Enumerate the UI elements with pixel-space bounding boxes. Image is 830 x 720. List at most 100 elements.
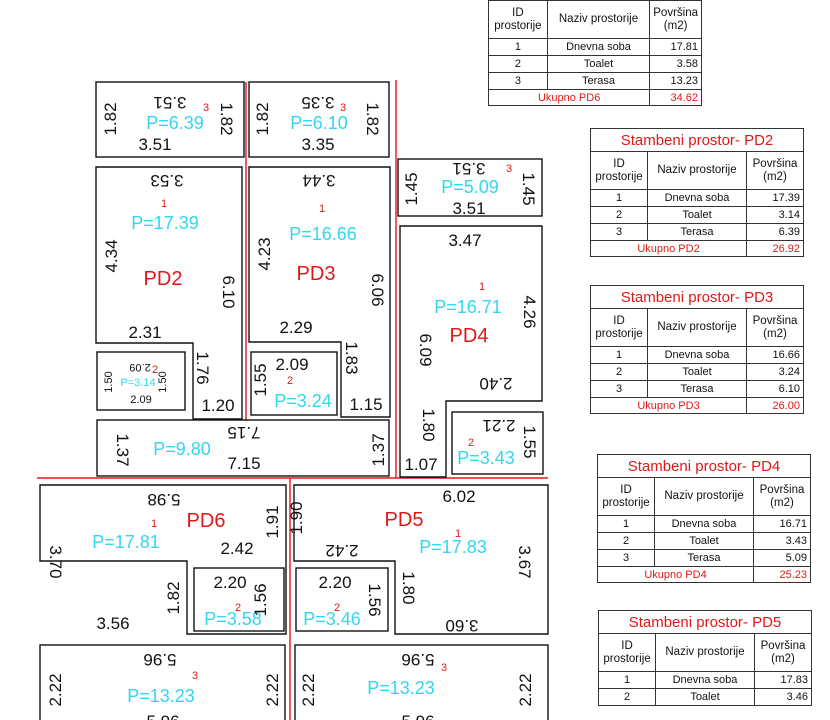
row-name: Terasa <box>647 223 747 241</box>
row-name: Dnevna soba <box>647 346 747 364</box>
room-area: P=17.81 <box>92 532 160 552</box>
dimension-label: 1.82 <box>253 102 272 135</box>
dimension-label: 2.42 <box>325 541 358 560</box>
dimension-label: 3.51 <box>153 93 186 112</box>
dimension-label: 2.09 <box>130 394 151 406</box>
unit-labels: PD2 PD3 PD4 PD5 PD6 <box>144 263 489 532</box>
dimension-label: 4.23 <box>255 237 274 270</box>
table-row: 1 Dnevna soba 17.39 <box>590 189 804 207</box>
row-area: 3.14 <box>746 206 804 224</box>
room-number: 2 <box>235 602 241 614</box>
row-id: 2 <box>597 532 655 550</box>
unit-label-pd4: PD4 <box>450 325 489 347</box>
dimension-label: 6.10 <box>219 275 238 308</box>
room-area: P=17.83 <box>419 537 487 557</box>
room-number: 2 <box>287 375 293 387</box>
room-labels-hallway: P=9.80 7.15 7.15 1.37 1.37 <box>113 423 388 473</box>
row-area: 6.10 <box>746 380 804 398</box>
unit-label-pd5: PD5 <box>385 509 424 531</box>
dimension-label: 5.96 <box>401 650 434 669</box>
dimension-label: 5.96 <box>143 650 176 669</box>
row-area: 17.39 <box>746 189 804 207</box>
row-area: 13.23 <box>649 72 702 90</box>
room-area: P=17.39 <box>131 213 199 233</box>
room-labels-pd2-living: 1 P=17.39 3.53 4.34 6.10 2.31 <box>102 171 238 342</box>
row-name: Terasa <box>546 72 651 90</box>
table-total-row: Ukupno PD4 25.23 <box>597 566 811 583</box>
dimension-label: 7.15 <box>227 454 260 473</box>
room-number: 3 <box>340 102 346 114</box>
total-label: Ukupno PD3 <box>590 397 747 414</box>
dimension-label: 3.51 <box>452 199 485 218</box>
room-area: P=3.58 <box>204 609 262 629</box>
dimension-label: 3.47 <box>448 231 481 250</box>
room-pd3-toilet <box>250 351 338 416</box>
room-number: 1 <box>151 518 157 530</box>
dimension-label: 1.37 <box>113 433 132 466</box>
row-area: 16.71 <box>753 515 811 533</box>
row-area: 3.24 <box>746 363 804 381</box>
room-area: P=6.39 <box>146 113 204 133</box>
header-id: ID prostorije <box>590 151 648 190</box>
unit-label-pd3: PD3 <box>297 263 336 285</box>
room-labels-pd5-living: 1 P=17.83 6.02 1.90 3.67 2.42 1.80 3.60 <box>287 487 534 635</box>
row-id: 1 <box>598 671 656 689</box>
room-area: P=3.43 <box>457 448 515 468</box>
row-name: Toalet <box>647 363 747 381</box>
room-labels-pd5-toilet: 2 P=3.46 2.20 1.56 <box>303 573 384 629</box>
room-pd4-toilet <box>451 411 544 475</box>
table-title: Stambeni prostor- PD4 <box>597 454 811 478</box>
dimension-label: 5.96 <box>146 712 179 720</box>
header-id: ID prostorije <box>598 633 656 672</box>
dimension-label: 1.07 <box>404 455 437 474</box>
table-title: Stambeni prostor- PD5 <box>598 610 812 634</box>
row-area: 3.46 <box>754 688 812 706</box>
room-area: P=13.23 <box>367 678 435 698</box>
dimension-label: 1.82 <box>164 581 183 614</box>
room-area: P=9.80 <box>153 439 211 459</box>
table-row: 2 Toalet 3.24 <box>590 363 804 381</box>
table-total-row: Ukupno PD6 34.62 <box>487 89 702 106</box>
total-value: 34.62 <box>649 89 702 106</box>
table-row: 2 Toalet 3.43 <box>597 532 811 550</box>
dimension-label: 2.42 <box>220 539 253 558</box>
row-id: 2 <box>590 206 648 224</box>
dimension-label: 3.35 <box>301 93 334 112</box>
table-total-row: Ukupno PD3 26.00 <box>590 397 804 414</box>
table-row: 1 Dnevna soba 17.81 <box>488 38 702 56</box>
dimension-label: 2.22 <box>46 673 65 706</box>
room-area: P=3.24 <box>274 391 332 411</box>
room-area: P=13.23 <box>127 686 195 706</box>
room-area: P=3.46 <box>303 609 361 629</box>
dimension-label: 2.22 <box>299 673 318 706</box>
row-id: 1 <box>590 346 648 364</box>
row-area: 16.66 <box>746 346 804 364</box>
row-area: 5.09 <box>753 549 811 567</box>
room-pd2-terrace <box>95 81 245 158</box>
dimension-label: 3.51 <box>452 159 485 178</box>
dimension-label: 1.80 <box>399 571 418 604</box>
room-pd6-terrace <box>39 644 286 720</box>
header-id: ID prostorije <box>597 477 655 516</box>
dimension-label: 6.02 <box>442 487 475 506</box>
room-number: 1 <box>479 281 485 293</box>
header-area: Površina (m2) <box>746 151 804 190</box>
room-number: 1 <box>161 198 167 210</box>
dimension-label: 3.67 <box>515 545 534 578</box>
row-name: Dnevna soba <box>546 38 651 56</box>
room-labels-pd3-toilet: 2 P=3.24 2.09 1.55 1.83 1.15 <box>251 341 383 414</box>
room-labels-pd2-terrace: 3 P=6.39 3.51 3.51 1.82 1.82 <box>101 93 236 154</box>
row-area: 3.43 <box>753 532 811 550</box>
table-title: Stambeni prostor- PD2 <box>590 128 804 152</box>
header-name: Naziv prostorije <box>647 151 747 190</box>
header-area: Površina (m2) <box>746 308 804 347</box>
dimension-label: 1.55 <box>520 425 539 458</box>
header-area: Površina (m2) <box>753 477 811 516</box>
room-number: 2 <box>152 364 158 376</box>
room-labels-pd4-terrace: 3 P=5.09 3.51 3.51 1.45 1.45 <box>402 159 538 218</box>
room-pd6-toilet <box>193 567 285 632</box>
header-area: Površina (m2) <box>649 0 702 39</box>
room-area: P=16.66 <box>289 224 357 244</box>
dimension-label: 1.50 <box>157 371 169 392</box>
